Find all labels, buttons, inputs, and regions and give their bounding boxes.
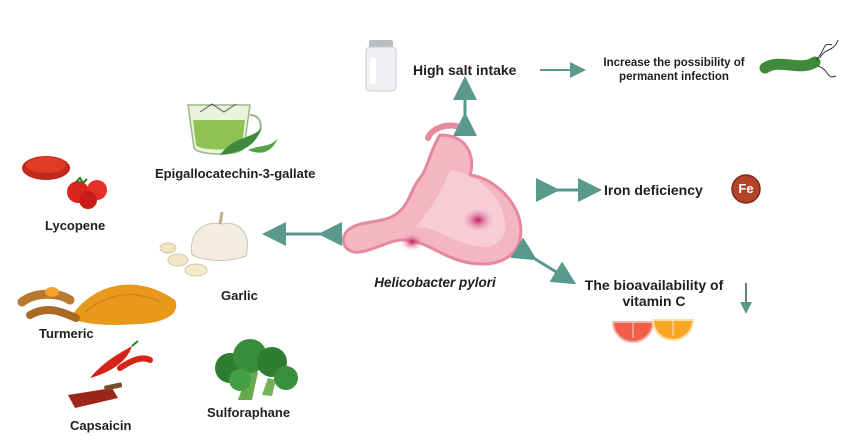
citrus-icon	[611, 319, 695, 343]
stomach-illustration	[341, 122, 523, 266]
infection-label-line1: Increase the possibility of	[603, 57, 745, 69]
lycopene-label: Lycopene	[45, 218, 106, 233]
vitc-label: The bioavailability of vitamin C	[570, 277, 738, 309]
capsaicin-icon	[68, 340, 153, 408]
egcg-label: Epigallocatechin-3-gallate	[155, 166, 316, 181]
tea-cup-icon	[187, 103, 278, 155]
garlic-icon	[159, 211, 248, 277]
lycopene-icon	[22, 156, 107, 209]
sulforaphane-label: Sulforaphane	[207, 405, 291, 420]
lesion-1	[462, 208, 494, 232]
infection-label-line2: permanent infection	[619, 71, 729, 83]
infection-label: Increase the possibility of permanent in…	[585, 56, 763, 84]
turmeric-label: Turmeric	[39, 326, 94, 341]
iron-badge	[731, 174, 761, 204]
iron-symbol: Fe	[738, 181, 754, 196]
iron-label: Iron deficiency	[604, 182, 703, 198]
capsaicin-label: Capsaicin	[70, 418, 132, 433]
salt-label: High salt intake	[413, 62, 517, 78]
lesion-2	[400, 233, 424, 251]
vitc-label-line2: vitamin C	[622, 293, 686, 309]
center-label: Helicobacter pylori	[374, 275, 496, 290]
vitc-label-line1: The bioavailability of	[584, 277, 724, 293]
bacterium-icon	[759, 39, 839, 78]
salt-shaker-icon	[365, 40, 397, 92]
garlic-label: Garlic	[221, 288, 258, 303]
turmeric-icon	[17, 284, 177, 325]
vitc-arrow	[510, 237, 577, 285]
broccoli-icon	[215, 339, 298, 400]
